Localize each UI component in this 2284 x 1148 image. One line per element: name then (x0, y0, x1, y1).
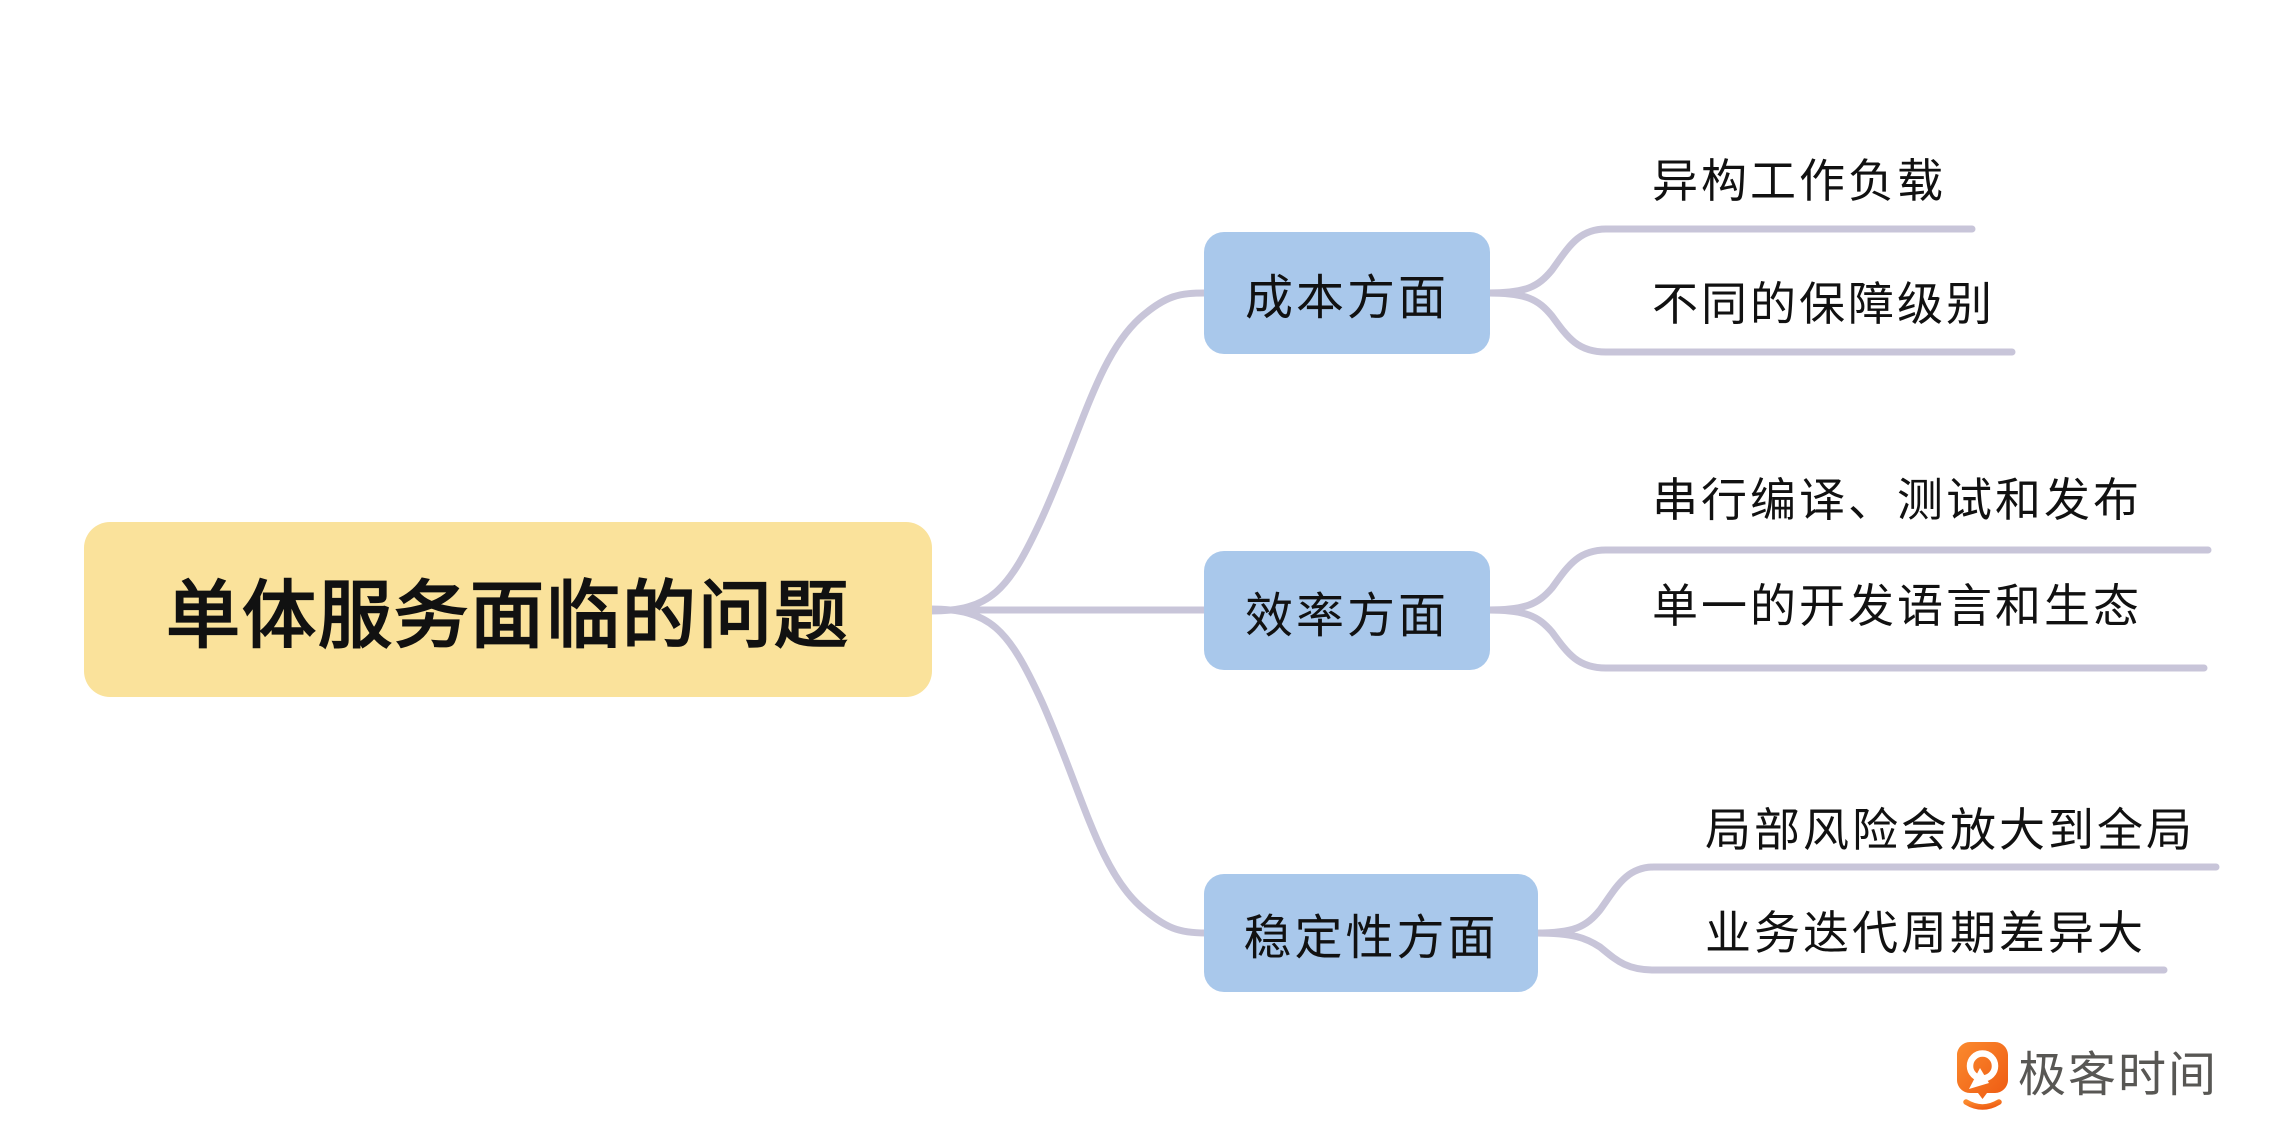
geektime-pin-icon (1957, 1042, 2008, 1110)
link-root-stability (926, 605, 1210, 937)
leaf-node-stability-1[interactable]: 业务迭代周期差异大 (1705, 907, 2146, 959)
leaf-node-cost-0[interactable]: 异构工作负载 (1652, 155, 1946, 207)
leaf-node-efficiency-0[interactable]: 串行编译、测试和发布 (1652, 474, 2142, 526)
leaf-node-cost-1[interactable]: 不同的保障级别 (1652, 278, 1995, 330)
leaf-node-efficiency-1[interactable]: 单一的开发语言和生态 (1652, 580, 2142, 632)
link-root-cost (926, 289, 1210, 615)
branch-node-stability[interactable]: 稳定性方面 (1204, 874, 1538, 992)
link-efficiency-leaf-0 (1484, 546, 2212, 614)
leaf-node-stability-0[interactable]: 局部风险会放大到全局 (1705, 804, 2195, 856)
branch-node-cost-label: 成本方面 (1244, 272, 1449, 325)
brand-name: 极客时间 (2018, 1049, 2219, 1102)
root-node[interactable]: 单体服务面临的问题 (84, 522, 932, 697)
branch-node-efficiency[interactable]: 效率方面 (1204, 551, 1490, 670)
branch-node-efficiency-label: 效率方面 (1244, 589, 1449, 643)
link-stability-leaf-1 (1532, 929, 2168, 974)
branch-node-cost[interactable]: 成本方面 (1204, 232, 1490, 354)
link-efficiency-leaf-1 (1484, 606, 2208, 672)
link-cost-leaf-0 (1484, 225, 1976, 297)
branch-node-stability-label: 稳定性方面 (1243, 912, 1499, 965)
brand-logo: 极客时间 (1957, 1042, 2218, 1110)
root-node-label: 单体服务面临的问题 (166, 574, 850, 657)
link-cost-leaf-1 (1484, 289, 2016, 356)
